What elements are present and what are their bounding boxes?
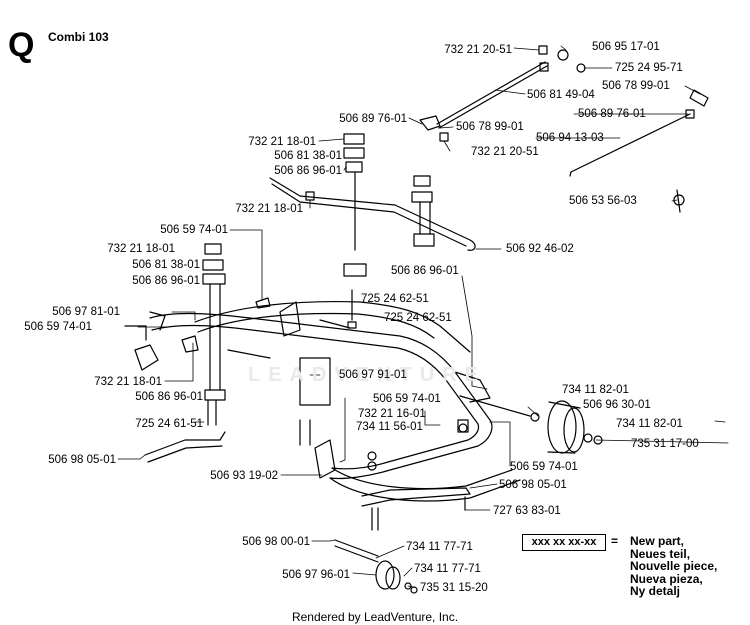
part-label: 732 21 18-01	[248, 136, 316, 148]
part-label: 506 92 46-02	[506, 243, 574, 255]
part-label: 727 63 83-01	[493, 505, 561, 517]
part-label: 506 89 76-01	[578, 108, 646, 120]
part-label: 734 11 77-71	[406, 541, 473, 553]
part-label: 506 95 17-01	[592, 41, 660, 53]
part-label: 734 11 82-01	[616, 418, 683, 430]
part-label: 506 78 99-01	[456, 121, 524, 133]
part-label: 506 86 96-01	[274, 165, 342, 177]
left-brackets	[124, 297, 351, 463]
part-label: 506 81 49-04	[527, 89, 595, 101]
part-label: 732 21 18-01	[107, 243, 175, 255]
part-label: 506 96 30-01	[583, 399, 651, 411]
part-label: 506 93 19-02	[210, 470, 278, 482]
legend-meaning: Nueva pieza,	[630, 571, 703, 586]
leader-lines	[117, 45, 729, 588]
part-label: 732 21 18-01	[235, 203, 303, 215]
part-label: 732 21 18-01	[94, 376, 162, 388]
legend-meaning: Neues teil,	[630, 546, 691, 561]
part-label: 506 98 00-01	[242, 536, 310, 548]
part-label: 734 11 56-01	[356, 421, 423, 433]
legend-meanings: New part, Neues teil, Nouvelle piece, Nu…	[630, 535, 717, 598]
part-label: 734 11 82-01	[562, 384, 629, 396]
part-label: 725 24 62-51	[361, 293, 429, 305]
part-label: 506 86 96-01	[132, 275, 200, 287]
part-label: 506 53 56-03	[569, 195, 637, 207]
front-wheel-assembly	[314, 423, 468, 594]
upper-links	[202, 133, 435, 446]
part-label: 506 98 05-01	[499, 479, 567, 491]
footer-credit: Rendered by LeadVenture, Inc.	[291, 610, 459, 624]
part-label: 506 59 74-01	[24, 321, 92, 333]
part-label: 735 31 17-00	[631, 438, 699, 450]
legend-meaning: Nouvelle piece,	[630, 559, 718, 573]
part-label: 506 59 74-01	[510, 461, 578, 473]
legend-meaning: New part,	[630, 534, 685, 548]
model-name: Combi 103	[48, 30, 109, 44]
watermark: LEADVENTURE	[248, 364, 487, 386]
part-label: 506 97 96-01	[282, 569, 350, 581]
part-label: 732 21 16-01	[358, 408, 426, 420]
legend-meaning: Ny detalj	[630, 584, 681, 598]
part-label: 506 81 38-01	[132, 259, 200, 271]
part-label: 506 94 13-03	[536, 132, 604, 144]
section-letter: Q	[8, 26, 35, 64]
part-label: 725 24 61-51	[135, 418, 203, 430]
part-label: 732 21 20-51	[471, 146, 539, 158]
top-hardware	[305, 45, 709, 213]
part-label: 725 24 95-71	[615, 62, 683, 74]
part-label: 734 11 77-71	[414, 563, 481, 575]
legend-equals: =	[611, 534, 619, 548]
part-label: 506 86 96-01	[391, 265, 459, 277]
part-label: 725 24 62-51	[384, 312, 452, 324]
part-label: 506 81 38-01	[274, 150, 342, 162]
part-label: 506 78 99-01	[602, 80, 670, 92]
part-label: 506 97 91-01	[339, 369, 407, 381]
part-label: 732 21 20-51	[444, 44, 512, 56]
part-label: 735 31 15-20	[420, 582, 488, 594]
part-label: 506 97 81-01	[52, 306, 120, 318]
part-label: 506 59 74-01	[373, 393, 441, 405]
part-label: 506 86 96-01	[135, 391, 203, 403]
main-frame	[149, 300, 521, 502]
legend-code-box: xxx xx xx-xx	[522, 534, 606, 551]
part-label: 506 59 74-01	[160, 224, 228, 236]
part-label: 506 98 05-01	[48, 454, 116, 466]
part-label: 506 89 76-01	[339, 113, 407, 125]
